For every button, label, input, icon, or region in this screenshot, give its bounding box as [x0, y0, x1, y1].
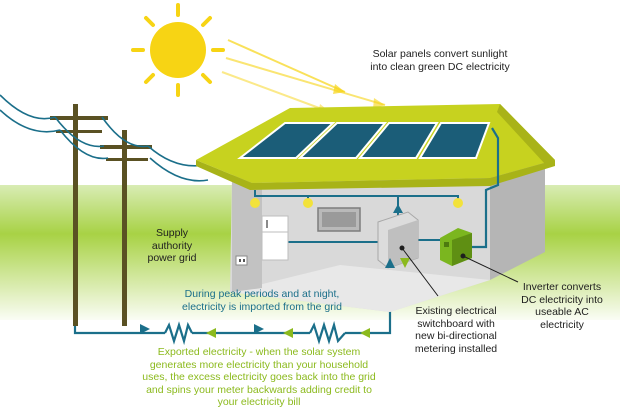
resistor-symbol-right	[309, 320, 346, 345]
label-line: and spins your meter backwards adding cr…	[146, 383, 372, 396]
label-line: generates more electricity than your hou…	[149, 358, 369, 371]
label-line: useable AC	[535, 306, 589, 318]
label-inverter: Inverter converts DC electricity into us…	[510, 281, 614, 331]
label-line: During peak periods and at night,	[184, 288, 340, 300]
label-line: power grid	[147, 252, 197, 264]
label-line: electricity is imported from the grid	[182, 300, 342, 313]
label-line: authority	[151, 239, 193, 252]
label-line: new bi-directional	[415, 330, 497, 342]
label-peak-import: During peak periods and at night, electr…	[152, 288, 372, 313]
power-socket-icon	[235, 255, 248, 266]
label-line: your electricity bill	[217, 396, 301, 408]
label-line: Existing electrical	[415, 305, 497, 317]
label-line: Solar panels convert sunlight	[372, 48, 508, 60]
leader-lines	[399, 245, 519, 297]
label-line: Exported electricity - when the solar sy…	[157, 346, 361, 358]
label-line: Supply	[155, 227, 189, 239]
export-arrows	[206, 328, 370, 338]
label-line: electricity	[540, 318, 584, 331]
label-line: uses, the excess electricity goes back i…	[142, 371, 376, 383]
house-left-inner	[232, 175, 262, 292]
label-supply-grid: Supply authority power grid	[132, 227, 212, 265]
import-arrows	[140, 324, 264, 334]
power-pole-left	[50, 104, 108, 326]
label-line: switchboard with	[417, 317, 495, 330]
label-exported: Exported electricity - when the solar sy…	[118, 346, 400, 409]
power-pole-right	[100, 130, 152, 326]
light-bulb-icon	[250, 198, 463, 208]
label-line: into clean green DC electricity	[370, 60, 510, 73]
label-line: DC electricity into	[521, 293, 603, 306]
label-line: metering installed	[414, 342, 498, 355]
switchboard-icon	[377, 211, 419, 269]
fridge-icon	[261, 215, 289, 261]
wire-arrow-icon	[393, 204, 403, 213]
dc-wire	[470, 127, 500, 249]
sun-rays	[221, 39, 386, 114]
overhead-wires	[0, 94, 209, 182]
house-side-wall	[490, 150, 545, 280]
window-icon	[317, 207, 361, 232]
resistor-symbol-left	[164, 321, 193, 346]
sun-icon	[131, 3, 225, 97]
label-line: Inverter converts	[522, 281, 602, 293]
switchboard-arrows	[385, 258, 410, 268]
label-switchboard: Existing electrical switchboard with new…	[398, 305, 514, 355]
label-solar-panels: Solar panels convert sunlight into clean…	[330, 48, 550, 73]
solar-panels	[237, 122, 491, 159]
house-floor	[230, 265, 490, 312]
ground-white	[0, 320, 620, 410]
